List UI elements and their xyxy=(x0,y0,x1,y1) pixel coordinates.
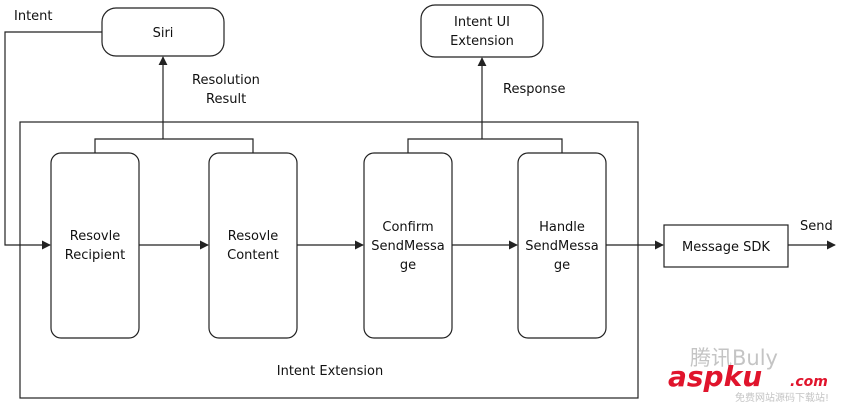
confirm-sendmessage-label-line2: SendMessa xyxy=(371,239,444,254)
resolve-content-node xyxy=(208,152,298,339)
intent-ui-extension-label-line1: Intent UI xyxy=(454,15,510,30)
intent-extension-container xyxy=(19,121,639,399)
watermark-suffix: .com xyxy=(790,374,828,390)
watermark-gray-text: 腾讯Buly xyxy=(690,346,778,370)
resolve-content-label-line1: Resovle xyxy=(228,229,278,244)
watermark-brand: aspku xyxy=(668,360,762,393)
confirm-sendmessage-label-line1: Confirm xyxy=(382,220,433,235)
handle-sendmessage-label-line2: SendMessa xyxy=(525,239,598,254)
confirm-sendmessage-label-line3: ge xyxy=(400,258,416,273)
intent-ui-extension-node xyxy=(420,4,544,58)
resolve-recipient-label-line1: Resovle xyxy=(70,229,120,244)
watermark: 腾讯Buly aspku .com 免费网站源码下载站! xyxy=(668,346,829,404)
intent-edge-label: Intent xyxy=(14,9,53,24)
intent-ui-extension-label-line2: Extension xyxy=(450,34,514,49)
handle-sendmessage-label-line3: ge xyxy=(554,258,570,273)
response-label: Response xyxy=(503,82,565,97)
resolution-bracket xyxy=(94,138,254,153)
response-bracket xyxy=(407,138,563,153)
resolve-recipient-node xyxy=(50,152,140,339)
handle-sendmessage-label-line1: Handle xyxy=(539,220,585,235)
send-edge-label: Send xyxy=(800,219,833,234)
siri-label: Siri xyxy=(153,26,174,41)
watermark-tagline: 免费网站源码下载站! xyxy=(735,391,829,404)
resolve-content-label-line2: Content xyxy=(227,248,279,263)
intent-edge xyxy=(4,31,102,250)
resolution-result-label-line2: Result xyxy=(206,92,246,107)
message-sdk-node xyxy=(663,224,789,268)
intent-extension-label: Intent Extension xyxy=(277,364,383,379)
resolve-recipient-label-line2: Recipient xyxy=(65,248,125,263)
message-sdk-label: Message SDK xyxy=(682,240,770,255)
resolution-result-label-line1: Resolution xyxy=(192,73,260,88)
